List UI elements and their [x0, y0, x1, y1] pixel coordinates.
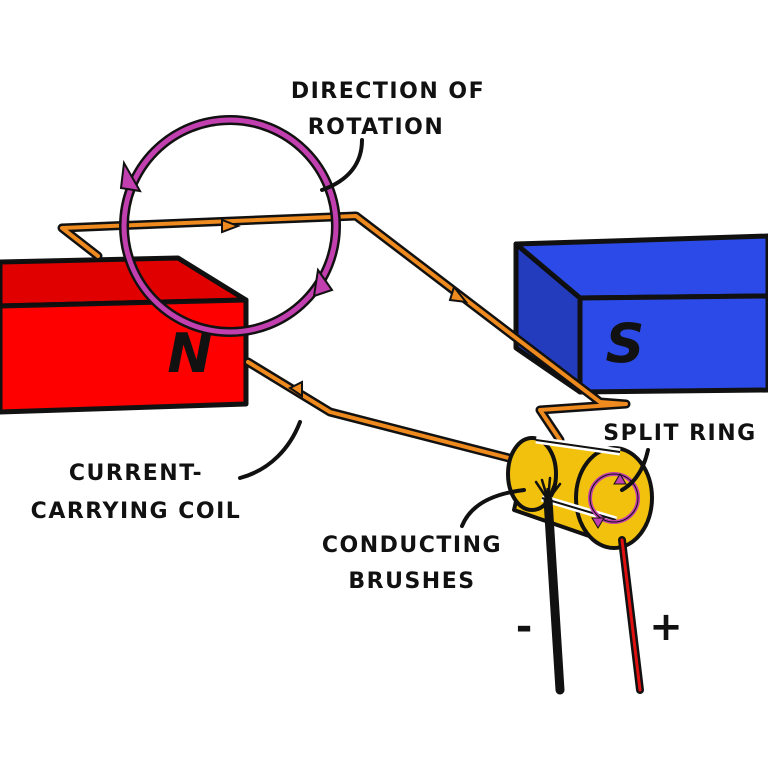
coil-label-line2: CARRYING COIL [31, 499, 242, 524]
coil-arrow-bottom [288, 380, 303, 398]
split-ring-arrow-top [613, 473, 627, 485]
rotation-arrow-right [312, 267, 334, 298]
rotation-arrow-left [119, 159, 142, 193]
south-pole-label: S [606, 312, 645, 375]
negative-wire [534, 476, 565, 695]
split-ring-pointer [620, 448, 650, 492]
coil-arrow-top [221, 218, 241, 234]
rotation-pointer [320, 138, 364, 192]
split-ring-label: SPLIT RING [603, 421, 756, 446]
split-ring-arrow-bottom [591, 517, 605, 529]
negative-terminal-label: - [516, 604, 533, 650]
coil-label-line1: CURRENT- [69, 461, 203, 486]
positive-terminal-label: + [649, 604, 683, 650]
rotation-indicator [119, 115, 341, 337]
north-magnet: N [0, 255, 249, 415]
coil-arrow-right [448, 284, 469, 304]
commutator [506, 436, 654, 550]
positive-wire [618, 536, 644, 694]
brushes-label-line2: BRUSHES [348, 569, 475, 594]
brushes-label-line1: CONDUCTING [322, 533, 502, 558]
brushes-pointer [460, 488, 526, 528]
rotation-label-line1: DIRECTION OF [291, 79, 485, 104]
coil-pointer [238, 420, 302, 480]
rotation-label-line2: ROTATION [308, 115, 445, 140]
coil [57, 211, 631, 471]
